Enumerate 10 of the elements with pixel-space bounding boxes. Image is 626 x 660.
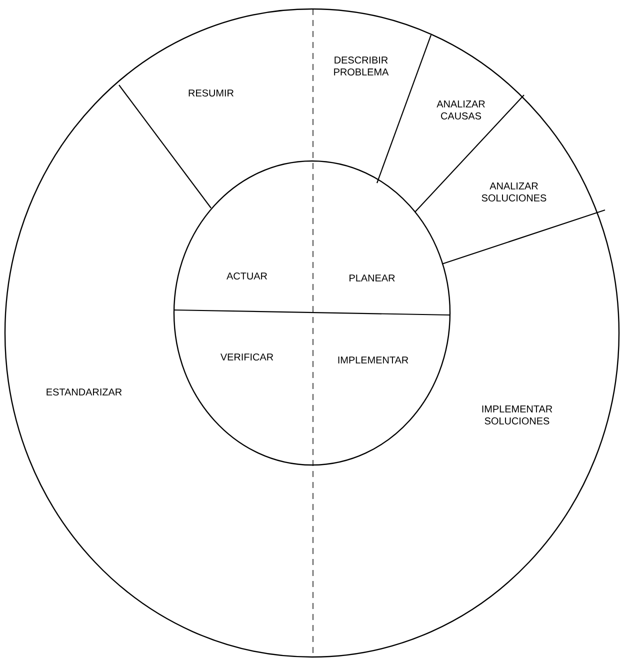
sector-label: DESCRIBIR PROBLEMA [334,56,389,76]
sector-label: ESTANDARIZAR [46,388,122,396]
sector-label: IMPLEMENTAR SOLUCIONES [482,406,552,424]
sector-label: IMPLEMENTAR [338,356,408,364]
sector-label: ANALIZAR CAUSAS [436,100,485,120]
sector-label: ACTUAR [226,272,268,280]
sector-label: PLANEAR [350,274,395,282]
sector-label: ANALIZAR SOLUCIONES [482,182,546,202]
sector-label: RESUMIR [188,89,234,97]
sector-label: VERIFICAR [220,353,274,361]
